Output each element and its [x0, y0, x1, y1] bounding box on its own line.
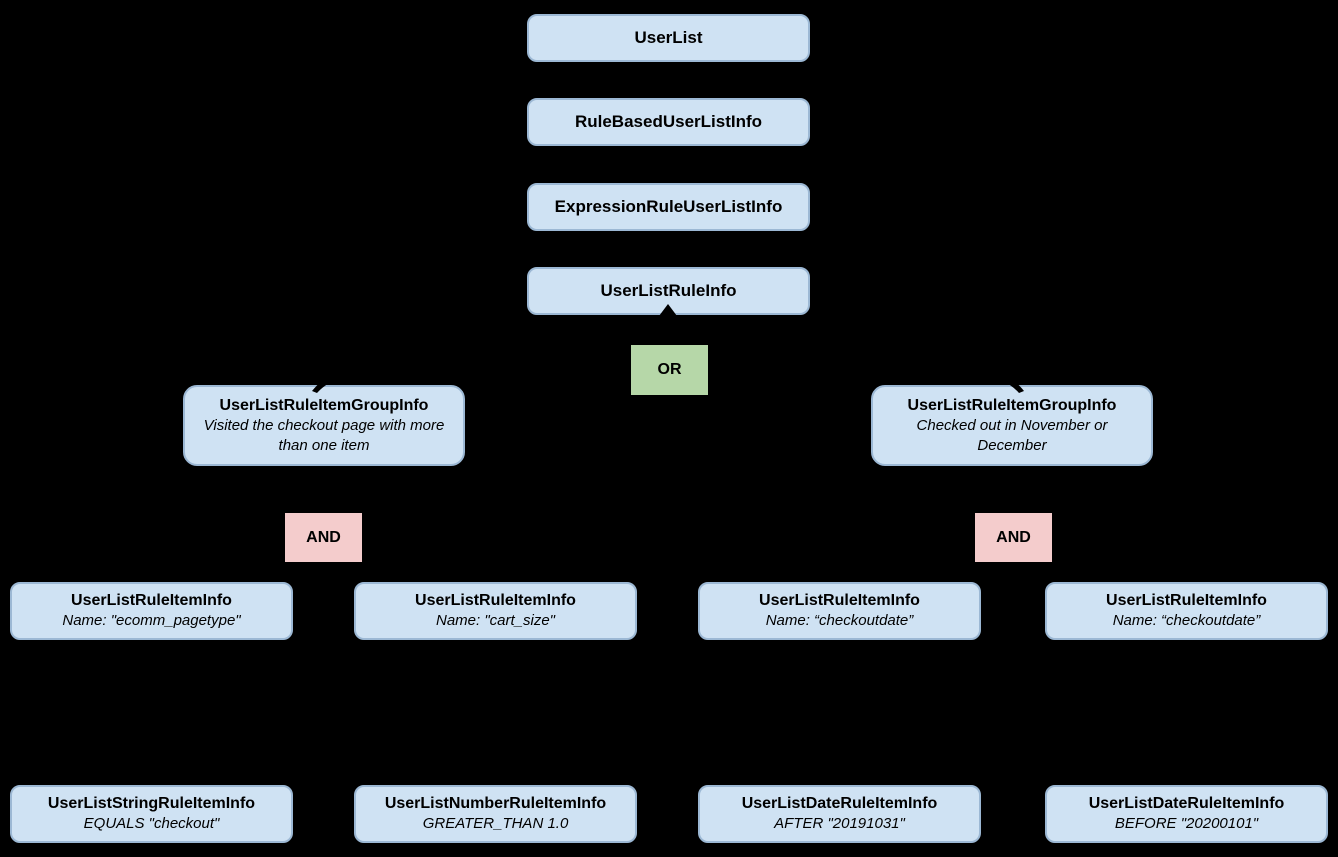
node-description: AFTER "20191031" [774, 815, 905, 833]
node-title: UserListRuleItemInfo [415, 592, 576, 610]
node-date-rule-item-before: UserListDateRuleItemInfo BEFORE "2020010… [1045, 785, 1328, 843]
node-rule-item-checkoutdate-1: UserListRuleItemInfo Name: “checkoutdate… [698, 582, 981, 640]
node-description: Name: "ecomm_pagetype" [62, 612, 241, 630]
node-rule-item-cart-size: UserListRuleItemInfo Name: "cart_size" [354, 582, 637, 640]
node-description: BEFORE "20200101" [1114, 815, 1259, 833]
node-title: UserListRuleItemGroupInfo [907, 397, 1117, 414]
node-title: UserListNumberRuleItemInfo [384, 795, 607, 813]
node-rulebaseduserlistinfo: RuleBasedUserListInfo [527, 98, 810, 146]
node-description: EQUALS "checkout" [83, 815, 220, 833]
node-expressionruleuserlistinfo: ExpressionRuleUserListInfo [527, 183, 810, 231]
node-description: Name: “checkoutdate” [1112, 612, 1261, 630]
node-userlist: UserList [527, 14, 810, 62]
node-date-rule-item-after: UserListDateRuleItemInfo AFTER "20191031… [698, 785, 981, 843]
node-number-rule-item: UserListNumberRuleItemInfo GREATER_THAN … [354, 785, 637, 843]
node-title: UserListStringRuleItemInfo [47, 795, 256, 813]
operator-label: OR [657, 361, 682, 378]
node-title: ExpressionRuleUserListInfo [554, 197, 783, 217]
node-title: UserListRuleInfo [600, 281, 737, 301]
operator-label: AND [306, 528, 341, 546]
node-rule-item-group-left: UserListRuleItemGroupInfo Visited the ch… [183, 385, 465, 466]
node-description: Name: “checkoutdate” [765, 612, 914, 630]
node-title: UserListRuleItemInfo [759, 592, 920, 610]
operator-label: AND [996, 528, 1031, 546]
node-title: UserListRuleItemInfo [1106, 592, 1267, 610]
node-title: UserListDateRuleItemInfo [741, 795, 938, 813]
node-string-rule-item: UserListStringRuleItemInfo EQUALS "check… [10, 785, 293, 843]
node-description: GREATER_THAN 1.0 [422, 815, 569, 833]
operator-or: OR [631, 345, 708, 395]
node-rule-item-group-right: UserListRuleItemGroupInfo Checked out in… [871, 385, 1153, 466]
node-description: Visited the checkout page with more than… [203, 417, 445, 454]
node-description: Name: "cart_size" [435, 612, 556, 630]
node-title: RuleBasedUserListInfo [574, 112, 763, 132]
node-userlistruleinfo: UserListRuleInfo [527, 267, 810, 315]
node-description: Checked out in November or December [916, 417, 1108, 454]
node-rule-item-checkoutdate-2: UserListRuleItemInfo Name: “checkoutdate… [1045, 582, 1328, 640]
node-title: UserListRuleItemGroupInfo [219, 397, 429, 414]
operator-and-left: AND [285, 513, 362, 562]
node-title: UserList [634, 28, 703, 48]
node-title: UserListDateRuleItemInfo [1088, 795, 1285, 813]
node-rule-item-ecomm-pagetype: UserListRuleItemInfo Name: "ecomm_pagety… [10, 582, 293, 640]
node-title: UserListRuleItemInfo [71, 592, 232, 610]
operator-and-right: AND [975, 513, 1052, 562]
